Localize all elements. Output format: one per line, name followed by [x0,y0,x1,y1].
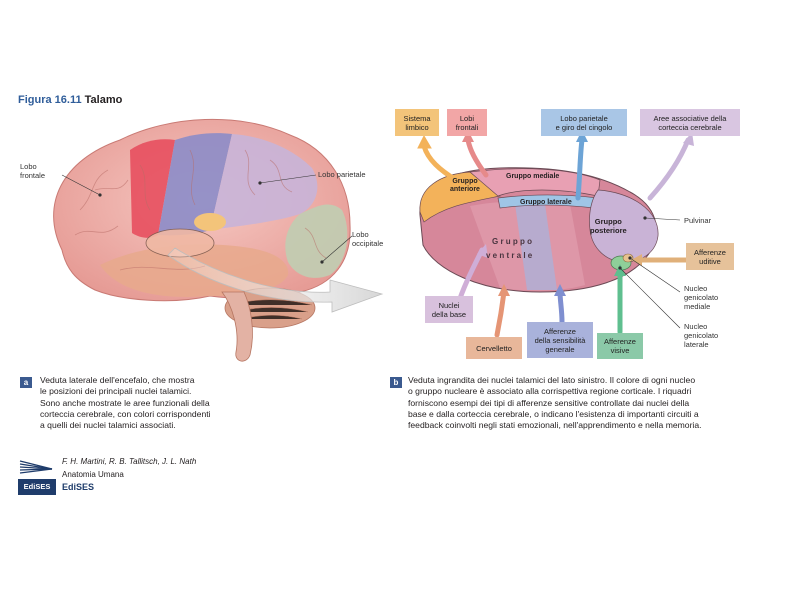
box-frontal-lobes-line1: Lobi [459,113,475,123]
label-lgn-line3: laterale [684,340,709,349]
thalamus-illustration [417,130,709,338]
arrow-from-cerebellum [494,289,507,338]
box-assoc-line2: corteccia cerebrale [658,122,722,132]
label-frontal-lobe-line1: Lobo [20,162,37,171]
label-anterior-group-line1: Gruppo [452,178,478,185]
box-auditory-line1: Afferenze [694,247,726,257]
ventral-posterior-stripe [515,204,557,290]
brainstem [221,291,253,362]
box-limbic-line2: limbico [405,122,429,132]
caption-b-line5: feedback coinvolti negli stati emozional… [408,420,702,431]
box-somatic-line1: Afferenze [544,326,576,336]
box-auditory-line2: uditive [699,256,721,266]
caption-a-line4: corteccia cerebrale, con colori corrispo… [40,408,211,419]
box-visual-line1: Afferenze [604,337,636,346]
caption-b: Veduta ingrandita dei nuclei talamici de… [408,375,702,431]
magnification-arrow [167,247,384,313]
arrow-to-limbic [421,143,459,183]
somatosensory-area [158,133,232,236]
box-parietal-cingulate-line2: e giro del cingolo [555,122,613,132]
label-posterior-group-line2: posteriore [590,226,627,235]
label-anterior-group-line2: anteriore [450,186,480,193]
box-visual-line2: visive [610,346,630,355]
limbic-area-spot [194,213,226,231]
label-mgn-line2: genicolato [684,293,719,302]
arrow-to-frontal [465,137,489,178]
label-pulvinar: Pulvinar [684,216,712,225]
medial-geniculate-shape [622,253,634,263]
label-lateral-group: Gruppo laterale [520,199,572,206]
box-assoc-line1: Aree associative della [653,113,727,123]
label-lgn-line1: Nucleo [684,322,708,331]
figure-number: Figura 16.11 [18,94,82,106]
publisher-book: Anatomia Umana [62,470,124,479]
publisher-logo-text: EdiSES [23,482,51,491]
box-somatic-line3: generale [545,344,575,354]
arrow-from-somatic [557,289,565,325]
caption-b-line1: Veduta ingrandita dei nuclei talamici de… [408,375,696,385]
frontal-motor-area [130,139,175,238]
occipital-lobe-area [285,204,348,278]
arrow-to-assoc [647,137,691,201]
anterior-group-shape [419,171,501,223]
box-somatic-line2: della sensibilità [534,335,586,345]
box-parietal-cingulate-line1: Lobo parietale [560,113,608,123]
box-basal-line1: Nuclei [438,300,460,310]
parietal-lobe-area [210,134,318,230]
caption-a: Veduta laterale dell'encefalo, che mostr… [40,375,211,431]
caption-b-tag: b [390,377,402,388]
label-ventral-group-row2: v e n t r a l e [486,251,533,260]
figure-title: Figura 16.11 Talamo [18,94,122,106]
caption-a-line1: Veduta laterale dell'encefalo, che mostr… [40,375,195,385]
caption-a-line5: a quelli dei nuclei talamici associati. [40,420,176,431]
label-posterior-group-line1: Gruppo [594,217,622,226]
arrow-to-parietal [575,137,585,201]
label-lgn-line2: genicolato [684,331,719,340]
publisher-authors: F. H. Martini, R. B. Tallitsch, J. L. Na… [62,457,197,466]
brain-illustration [53,118,384,362]
label-occipital-lobe: Lobo occipitale [352,230,383,248]
caption-b-line4: base e dalla corteccia cerebrale, o indi… [408,408,699,419]
label-occipital-lobe-line2: occipitale [352,239,384,248]
publisher-name: EdiSES [62,482,95,492]
publisher-logo-icon [18,455,56,495]
label-parietal-lobe: Lobo parietale [318,170,366,179]
label-mgn-line1: Nucleo [684,284,708,293]
caption-b-line3: forniscono esempi dei tipi di afferenze … [408,397,690,408]
caption-a-line2: le posizioni dei principali nuclei talam… [40,386,192,397]
label-medial-geniculate: Nucleo genicolato mediale [684,284,718,311]
label-ventral-group-row1: G r u p p o [492,237,532,246]
label-medial-group: Gruppo mediale [506,173,560,180]
label-posterior-group: Gruppo posteriore [590,217,627,235]
publisher-block: EdiSES F. H. Martini, R. B. Tallitsch, J… [18,455,198,495]
caption-b-line2: o gruppo nucleare è associato alla corri… [408,386,692,397]
label-occipital-lobe-line1: Lobo [352,230,369,239]
box-cerebellum: Cervelletto [466,337,522,359]
box-limbic-line1: Sistema [403,113,431,123]
label-frontal-lobe-line2: frontale [20,171,46,180]
box-basal-line2: della base [431,309,467,319]
caption-a-tag: a [20,377,32,388]
caption-a-line3: Sono anche mostrate le aree funzionali d… [40,397,210,408]
medial-group-shape [469,168,601,197]
label-lateral-geniculate: Nucleo genicolato laterale [684,322,718,349]
label-mgn-line3: mediale [684,302,711,311]
label-frontal-lobe: Lobo frontale [20,162,45,180]
box-frontal-lobes-line2: frontali [455,122,479,132]
label-anterior-group: Gruppo anteriore [450,178,480,194]
figure-name: Talamo [84,94,123,106]
